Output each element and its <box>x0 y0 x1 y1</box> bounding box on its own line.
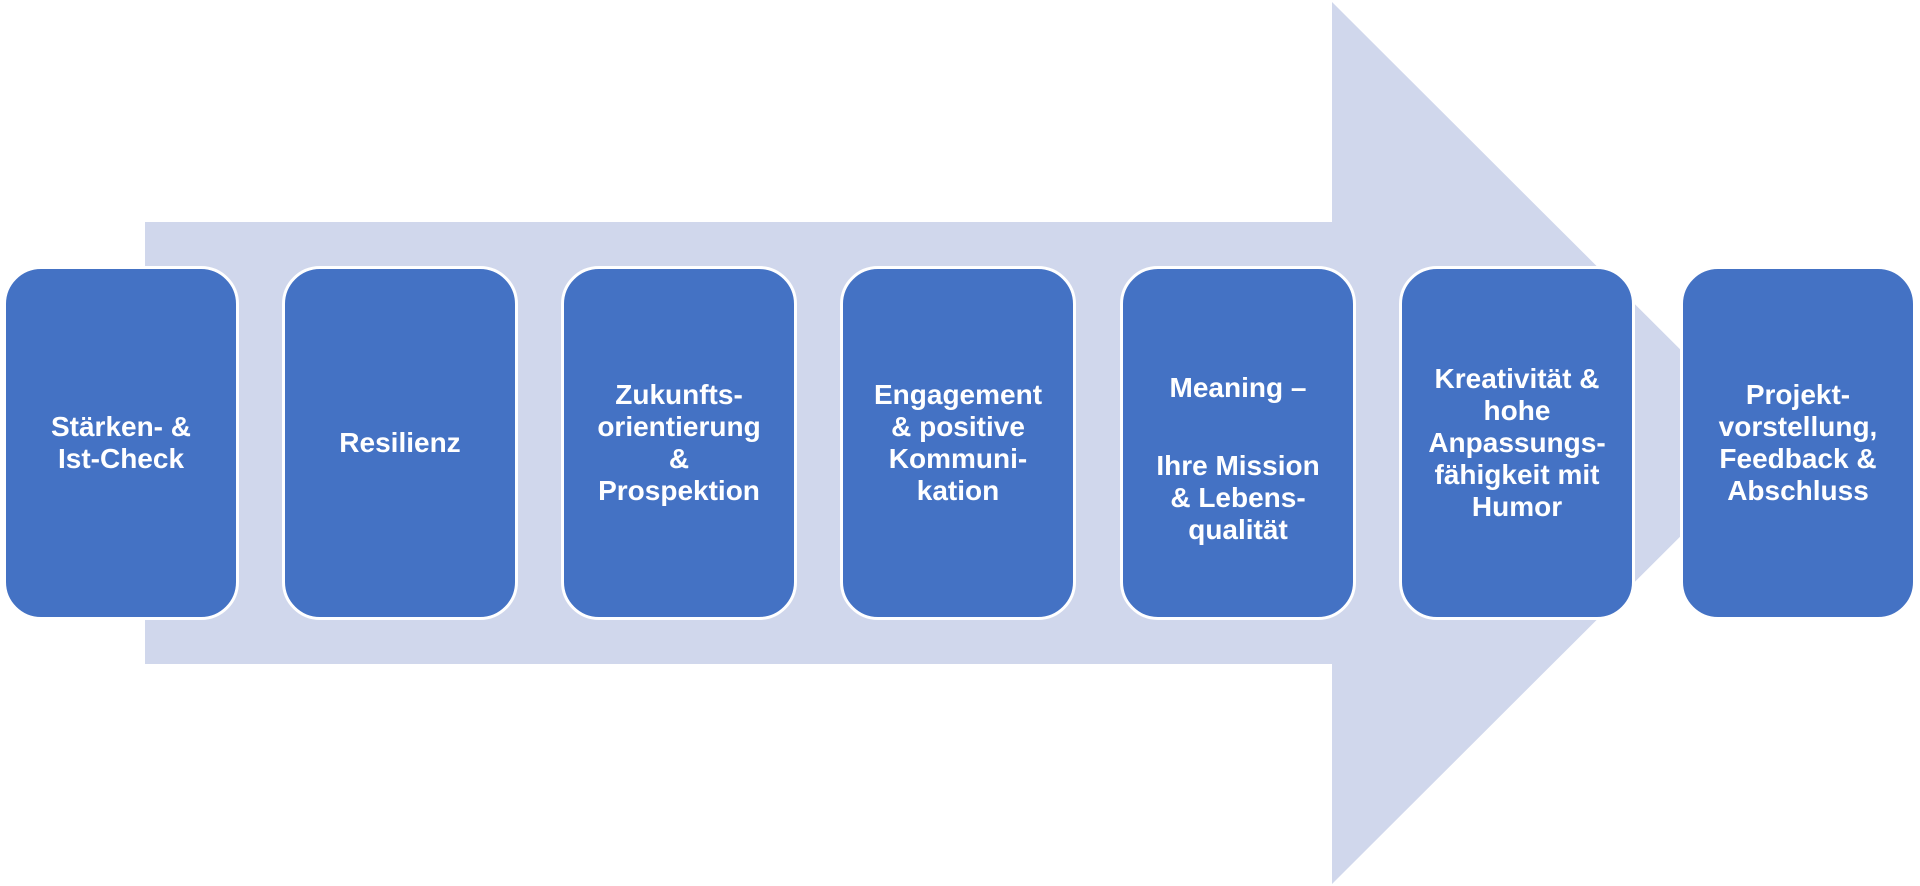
step-label: Projekt- vorstellung, Feedback & Abschlu… <box>1718 379 1878 506</box>
step-label-top: Meaning – <box>1169 372 1307 403</box>
step-label: Resilienz <box>339 427 461 458</box>
step-label: Meaning – Ihre Mission & Lebens- qualitä… <box>1156 340 1319 546</box>
label-spacer <box>1156 404 1319 418</box>
step-resilienz: Resilienz <box>282 266 518 620</box>
step-label-bottom: Ihre Mission & Lebens- qualität <box>1156 450 1320 545</box>
step-label: Kreativität & hohe Anpassungs- fähigkeit… <box>1428 363 1606 522</box>
step-label: Stärken- & Ist-Check <box>50 411 192 474</box>
step-meaning: Meaning – Ihre Mission & Lebens- qualitä… <box>1120 266 1356 620</box>
step-engagement: Engagement & positive Kommuni- kation <box>840 266 1076 620</box>
step-zukunftsorientierung: Zukunfts- orientierung & Prospektion <box>561 266 797 620</box>
step-projektvorstellung: Projekt- vorstellung, Feedback & Abschlu… <box>1680 266 1916 620</box>
step-kreativitaet: Kreativität & hohe Anpassungs- fähigkeit… <box>1399 266 1635 620</box>
step-label: Engagement & positive Kommuni- kation <box>873 379 1043 506</box>
step-staerken-ist-check: Stärken- & Ist-Check <box>3 266 239 620</box>
step-label: Zukunfts- orientierung & Prospektion <box>597 379 761 506</box>
